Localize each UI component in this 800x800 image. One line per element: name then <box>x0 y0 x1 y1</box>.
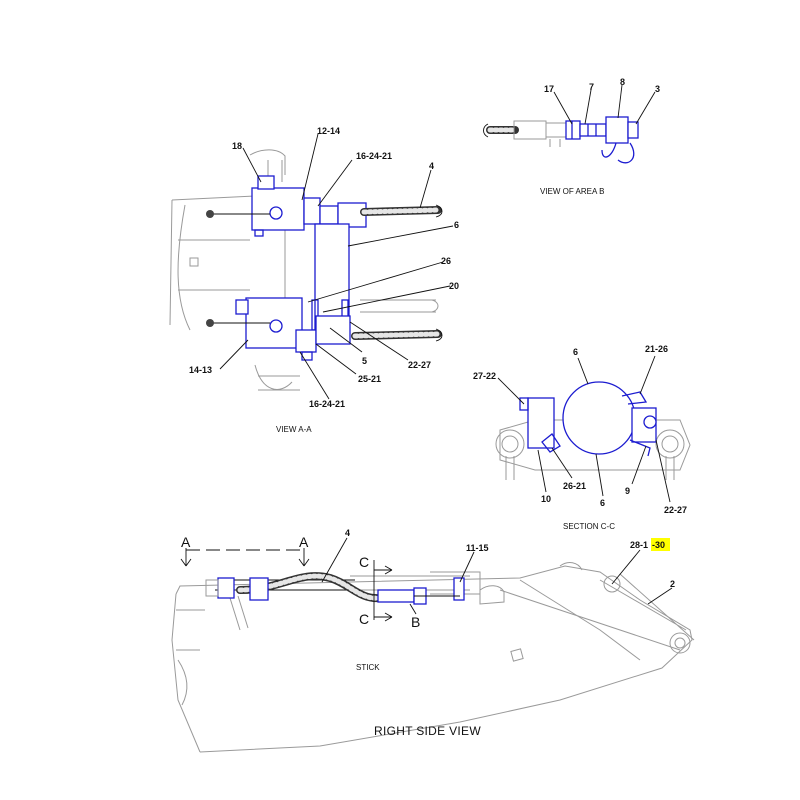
section-marker-c-bottom: C <box>359 611 369 627</box>
right-side-view-title: RIGHT SIDE VIEW <box>374 724 481 738</box>
callout-9: 9 <box>625 486 630 496</box>
callout-10: 10 <box>541 494 551 504</box>
callout-18: 18 <box>232 141 242 151</box>
section-c-c-caption: SECTION C-C <box>563 522 615 531</box>
callout-6-section-bottom: 6 <box>600 498 605 508</box>
callout-20: 20 <box>449 281 459 291</box>
section-marker-c-top: C <box>359 554 369 570</box>
callout-27-22: 27-22 <box>473 371 496 381</box>
view-of-area-b-caption: VIEW OF AREA B <box>540 187 604 196</box>
callout-2: 2 <box>670 579 675 589</box>
view-of-area-b: 17 7 8 3 VIEW OF AREA B <box>483 77 660 196</box>
callout-30-highlighted: -30 <box>652 540 665 550</box>
callout-7: 7 <box>589 82 594 92</box>
callout-22-27-section: 22-27 <box>664 505 687 515</box>
callout-12-14: 12-14 <box>317 126 340 136</box>
callout-28-1: 28-1 <box>630 540 648 550</box>
callout-3: 3 <box>655 84 660 94</box>
callout-22-27-view-aa: 22-27 <box>408 360 431 370</box>
callout-8: 8 <box>620 77 625 87</box>
callout-14-13: 14-13 <box>189 365 212 375</box>
section-c-c: 6 21-26 27-22 26-21 10 6 9 22-27 SECTION… <box>473 344 691 531</box>
callout-26: 26 <box>441 256 451 266</box>
area-marker-b: B <box>411 614 420 630</box>
callout-4-view-aa: 4 <box>429 161 434 171</box>
callout-highlight-box <box>651 538 670 551</box>
callout-21-26: 21-26 <box>645 344 668 354</box>
callout-26-21: 26-21 <box>563 481 586 491</box>
section-marker-a-right: A <box>299 534 309 550</box>
section-marker-a-left: A <box>181 534 191 550</box>
callout-11-15: 11-15 <box>466 543 489 553</box>
callout-17: 17 <box>544 84 554 94</box>
callout-4-right-side: 4 <box>345 528 350 538</box>
view-a-a-caption: VIEW A-A <box>276 425 312 434</box>
stick-caption: STICK <box>356 663 380 672</box>
view-a-a: 18 12-14 16-24-21 4 6 26 20 14-13 5 22-2… <box>169 126 459 434</box>
callout-25-21: 25-21 <box>358 374 381 384</box>
callout-5: 5 <box>362 356 367 366</box>
right-side-view: A A C C B 4 11-15 28-1 -30 2 STICK RIGHT… <box>171 528 695 753</box>
callout-6-view-aa: 6 <box>454 220 459 230</box>
callout-16-24-21-top: 16-24-21 <box>356 151 392 161</box>
callout-6-section-top: 6 <box>573 347 578 357</box>
callout-16-24-21-bottom: 16-24-21 <box>309 399 345 409</box>
